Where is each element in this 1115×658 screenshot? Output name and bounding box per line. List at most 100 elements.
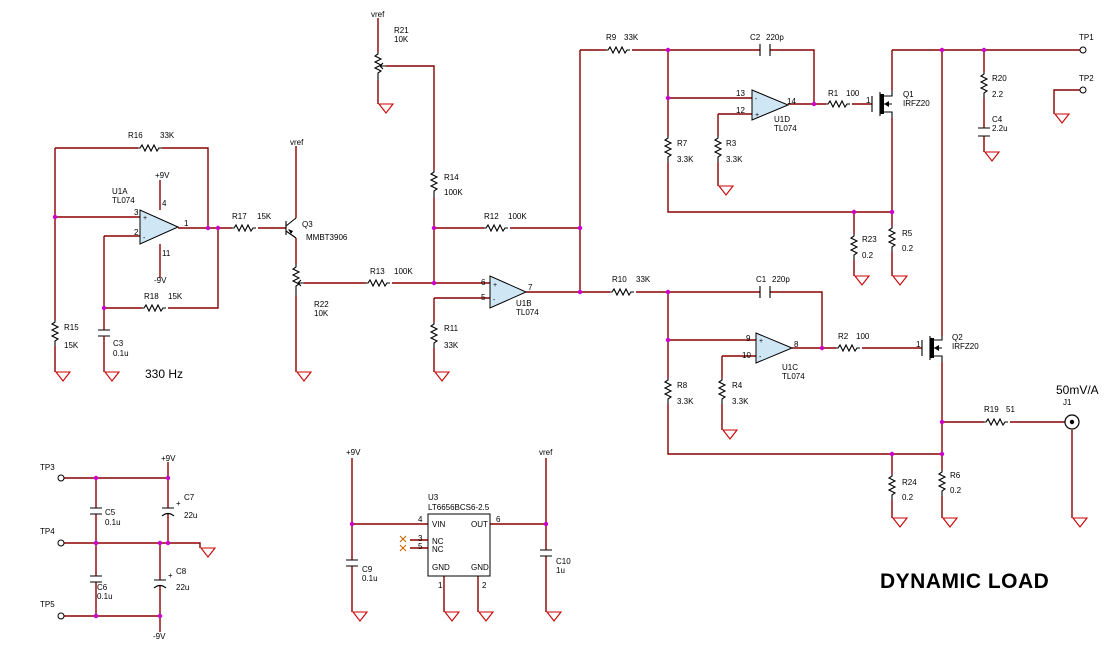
- resistor-r6: [937, 470, 947, 496]
- pin-label: 2: [482, 581, 487, 590]
- val-r5: 0.2: [902, 244, 914, 253]
- capacitor-c4: [978, 127, 990, 137]
- junction: [157, 540, 163, 546]
- rail-labels: +9V -9V vref vref +9V -9V +9V vref: [153, 10, 553, 641]
- ref-u1b: U1B: [516, 299, 532, 308]
- u1c-minus-sign: -: [759, 354, 762, 361]
- ref-r7: R7: [677, 139, 688, 148]
- tp1-label: TP1: [1079, 33, 1094, 42]
- junction: [889, 451, 895, 457]
- transistors: [285, 90, 943, 362]
- ref-r2: R2: [838, 332, 849, 341]
- ground-icon: [546, 611, 562, 622]
- rail-label-neg9: -9V: [154, 276, 167, 285]
- junction: [543, 521, 549, 527]
- val-r12: 100K: [508, 212, 527, 221]
- q2-gate-marker: [930, 338, 934, 358]
- resistor-r7: [663, 136, 673, 162]
- pin-label: 2: [134, 228, 139, 237]
- junction: [939, 47, 945, 53]
- pin-label: 1: [438, 581, 443, 590]
- junction: [665, 289, 671, 295]
- ref-c8: C8: [176, 567, 187, 576]
- potentiometer-r22-wiper: [297, 279, 304, 287]
- capacitor-c1: [759, 286, 771, 298]
- ref-r17: R17: [232, 212, 247, 221]
- u3-pin-nc: NC: [432, 537, 444, 546]
- q1-body-arrow-icon: [884, 101, 889, 107]
- capacitor-c3: [98, 329, 110, 337]
- pin-label: 1: [184, 219, 189, 228]
- resistor-r15: [50, 320, 60, 346]
- val-r10: 33K: [636, 275, 651, 284]
- pin-label: 8: [794, 340, 799, 349]
- resistor-r11: [429, 322, 439, 348]
- resistor-r14: [429, 170, 439, 198]
- junctions: [52, 47, 987, 619]
- val-r18: 15K: [168, 292, 183, 301]
- resistor-r16: [138, 143, 162, 153]
- val-c8: 22u: [176, 583, 189, 592]
- junction: [93, 475, 99, 481]
- val-u1c: TL074: [782, 372, 805, 381]
- wires: [54, 18, 1080, 632]
- ground-icon: [1072, 517, 1088, 528]
- potentiometer-r21-wiper: [379, 62, 386, 70]
- resistor-r20: [979, 72, 989, 98]
- val-q1: IRFZ20: [903, 99, 930, 108]
- junction: [665, 47, 671, 53]
- junction: [205, 225, 211, 231]
- ref-r22: R22: [314, 300, 329, 309]
- capacitor-c8: [153, 579, 167, 589]
- q1-gate-marker: [880, 94, 884, 114]
- ref-r6: R6: [950, 471, 961, 480]
- rail-label-vref: vref: [371, 10, 385, 19]
- nc-pin-x-marks: [399, 535, 407, 552]
- ref-r19: R19: [984, 405, 999, 414]
- ref-r16: R16: [128, 131, 143, 140]
- junction: [851, 209, 857, 215]
- tp2-terminal: [1079, 86, 1087, 94]
- resistor-r8: [663, 378, 673, 404]
- pin-label: 6: [496, 515, 501, 524]
- resistor-r23: [849, 234, 859, 260]
- ref-r23: R23: [862, 235, 877, 244]
- pin-label: 1: [916, 340, 921, 349]
- ground-icon: [892, 517, 908, 528]
- pin-label: 5: [418, 542, 423, 551]
- junction: [165, 540, 171, 546]
- u1a-plus-sign: +: [143, 215, 147, 222]
- resistor-r13: [366, 278, 390, 288]
- val-r19: 51: [1006, 405, 1015, 414]
- capacitor-c7: [161, 507, 175, 517]
- ref-q2: Q2: [952, 333, 963, 342]
- val-r17: 15K: [257, 212, 272, 221]
- val-r7: 3.3K: [677, 155, 694, 164]
- ref-r24: R24: [902, 478, 917, 487]
- u3-pin-out: OUT: [471, 520, 488, 529]
- ref-c9: C9: [362, 565, 373, 574]
- ref-r4: R4: [732, 381, 743, 390]
- junction: [431, 225, 437, 231]
- tp4-label: TP4: [40, 527, 55, 536]
- resistor-r17: [232, 223, 256, 233]
- resistor-r1: [826, 99, 850, 109]
- q2-body-arrow-icon: [934, 345, 939, 351]
- junction: [981, 47, 987, 53]
- val-c3: 0.1u: [113, 349, 129, 358]
- tp5-terminal: [57, 612, 65, 620]
- capacitor-c2: [759, 44, 771, 56]
- junction: [431, 280, 437, 286]
- junction: [889, 209, 895, 215]
- ground-icon: [378, 103, 394, 114]
- ref-c7: C7: [184, 493, 195, 502]
- val-c2: 220p: [766, 33, 784, 42]
- val-c4: 2.2u: [992, 124, 1008, 133]
- resistor-r3: [713, 136, 723, 162]
- ground-icon: [352, 611, 368, 622]
- pin-label: 11: [162, 249, 171, 258]
- val-r4: 3.3K: [732, 397, 749, 406]
- ref-c3: C3: [113, 339, 124, 348]
- u3-pin-gnd: GND: [471, 563, 489, 572]
- ground-icon: [434, 371, 450, 382]
